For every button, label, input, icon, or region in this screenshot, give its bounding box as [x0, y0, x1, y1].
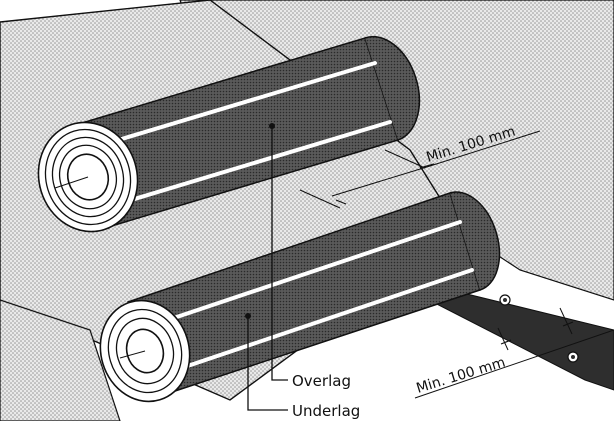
- overlag-callout: Overlag: [269, 123, 351, 390]
- underlag-sheet: [0, 299, 121, 421]
- fastener-icon: [571, 355, 575, 359]
- overlag-roll: [37, 35, 421, 233]
- overlag-label: Overlag: [292, 372, 351, 390]
- fastener-icon: [503, 298, 507, 302]
- underlag-callout: Underlag: [245, 313, 360, 420]
- underlag-label: Underlag: [292, 402, 360, 420]
- underlag-roll: [99, 191, 501, 403]
- dimension-bottom-label: Min. 100 mm: [414, 355, 507, 397]
